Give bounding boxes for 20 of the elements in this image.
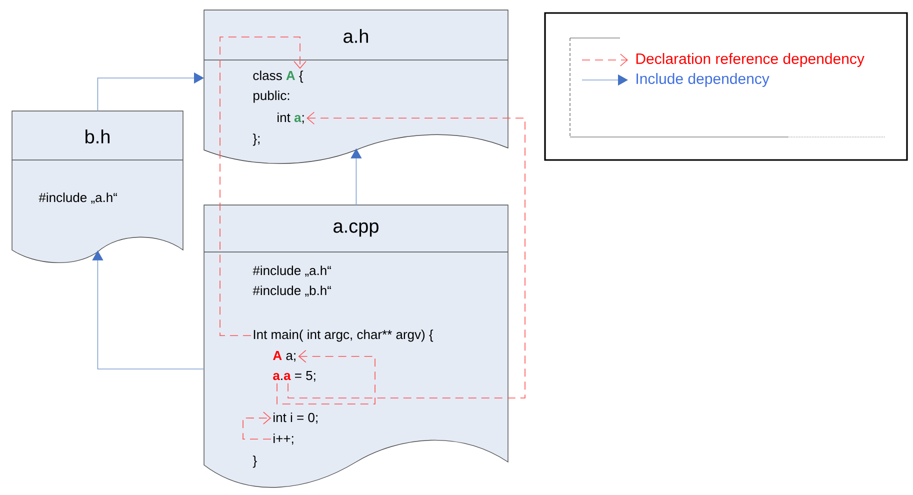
code-line: int a;	[278, 112, 304, 124]
code-line: class A {	[253, 70, 304, 83]
arrow	[220, 36, 306, 336]
arrow	[242, 412, 272, 440]
arrow	[97, 72, 204, 112]
arrow	[288, 112, 526, 398]
code-line: A a;	[273, 351, 296, 362]
legend-text: Declaration reference dependency	[636, 53, 864, 67]
code-line: Int main( int argc, char** argv) {	[254, 330, 434, 342]
code-line: }	[252, 456, 257, 468]
legend-text: Include dependency	[636, 73, 770, 87]
code-line: a.a = 5;	[273, 371, 316, 382]
code-line: #include „a.h“	[38, 192, 117, 204]
code-line: public:	[254, 90, 290, 103]
code-line: int i = 0;	[274, 412, 318, 424]
arrow	[276, 350, 376, 404]
code-line: #include „b.h“	[252, 286, 331, 297]
code-line: #include „a.h“	[252, 266, 331, 277]
code-line: i++;	[274, 434, 294, 445]
code-line: };	[252, 134, 260, 146]
